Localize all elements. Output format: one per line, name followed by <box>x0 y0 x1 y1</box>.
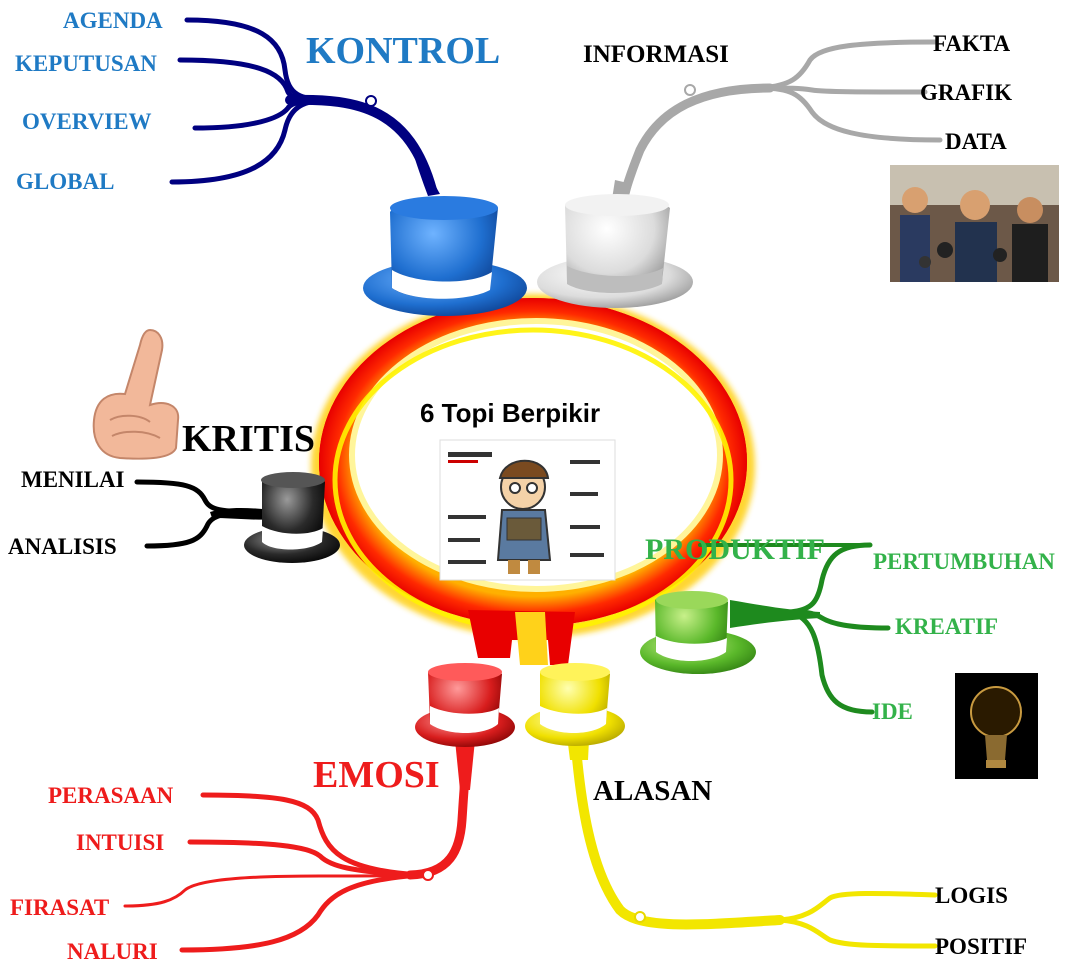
press-conference-photo-icon <box>890 165 1059 282</box>
black-hat-icon <box>244 472 340 563</box>
kontrol-item: GLOBAL <box>16 169 115 194</box>
emosi-node-dot <box>422 869 434 881</box>
yellow-hat-icon <box>525 663 625 746</box>
white-hat-icon <box>537 194 693 308</box>
produktif-branch-lines <box>698 542 891 715</box>
emosi-title: EMOSI <box>313 754 440 796</box>
kontrol-item: AGENDA <box>63 8 163 33</box>
emosi-item: INTUISI <box>76 830 165 855</box>
emosi-item: PERASAAN <box>48 783 174 808</box>
emosi-item: NALURI <box>67 939 158 964</box>
alasan-item: POSITIF <box>935 934 1028 959</box>
produktif-item: KREATIF <box>895 614 999 639</box>
kritis-title: KRITIS <box>182 418 316 460</box>
blue-hat-icon <box>363 196 527 316</box>
produktif-item: IDE <box>872 699 913 724</box>
alasan-node-dot <box>634 911 646 923</box>
informasi-title: INFORMASI <box>583 41 729 68</box>
kontrol-branch-lines <box>169 17 440 196</box>
kritis-branch-lines <box>134 479 275 549</box>
pointing-finger-icon <box>92 328 180 460</box>
alasan-item: LOGIS <box>935 883 1008 908</box>
produktif-item: PERTUMBUHAN <box>873 549 1055 574</box>
informasi-node-dot <box>684 84 696 96</box>
informasi-item: GRAFIK <box>920 80 1012 105</box>
alasan-title: ALASAN <box>593 775 713 807</box>
kontrol-item: KEPUTUSAN <box>15 51 157 76</box>
informasi-item: DATA <box>945 129 1007 154</box>
alasan-branch-lines <box>565 720 938 949</box>
green-hat-icon <box>640 591 756 674</box>
cartoon-journalist-icon <box>439 439 616 581</box>
kritis-item: MENILAI <box>21 467 125 492</box>
kontrol-node-dot <box>365 95 377 107</box>
informasi-item: FAKTA <box>933 31 1011 56</box>
emosi-item: FIRASAT <box>10 895 110 920</box>
kontrol-item: OVERVIEW <box>22 109 152 134</box>
lightbulb-idea-icon <box>955 673 1038 779</box>
center-title: 6 Topi Berpikir <box>420 398 601 428</box>
emosi-branch-lines <box>123 740 475 953</box>
produktif-title: PRODUKTIF <box>645 533 825 566</box>
kontrol-title: KONTROL <box>306 30 501 72</box>
red-hat-icon <box>415 663 515 747</box>
kritis-item: ANALISIS <box>8 534 117 559</box>
